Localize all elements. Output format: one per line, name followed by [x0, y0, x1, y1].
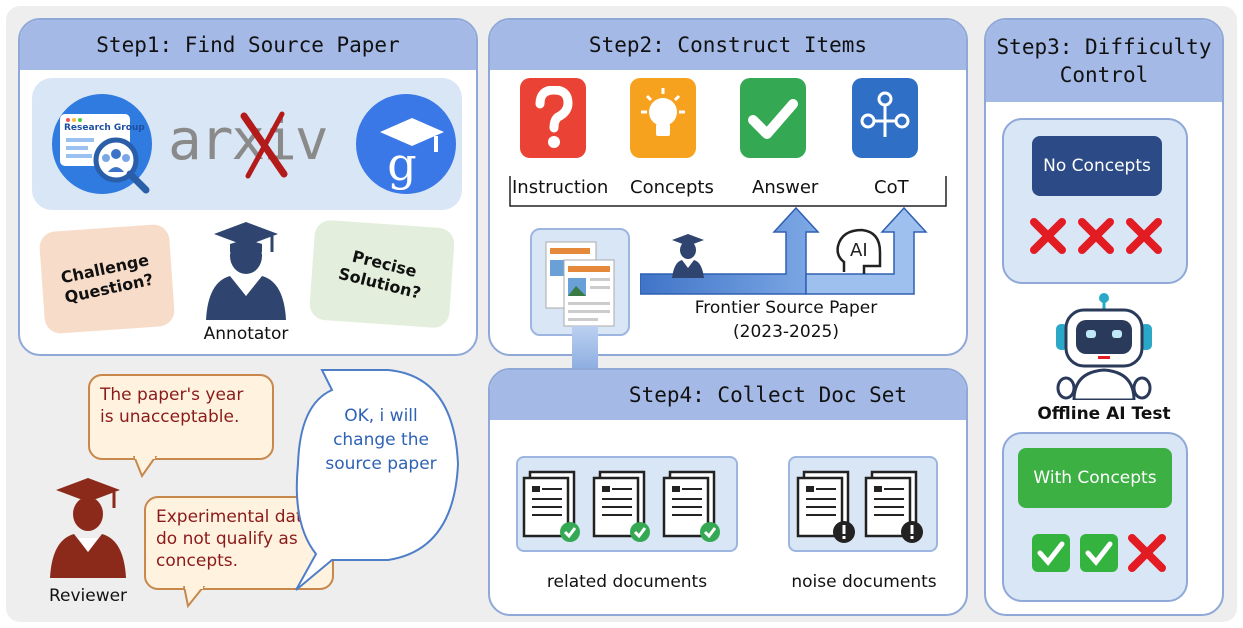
related-documents-label: related documents	[546, 572, 708, 592]
with-concepts-pill: With Concepts	[1018, 448, 1172, 508]
step2-title: Step2: Construct Items	[588, 33, 868, 57]
no-concepts-box: No Concepts	[1002, 118, 1188, 284]
step3-panel: Step3: Difficulty Control No Concepts	[984, 18, 1224, 616]
instruction-label: Instruction	[512, 177, 609, 198]
diagram-canvas: Step1: Find Source Paper Research Group …	[6, 6, 1237, 622]
comment2-tail	[182, 586, 206, 608]
ai-head-icon	[836, 228, 882, 274]
precise-solution-bubble: Precise Solution?	[308, 219, 456, 329]
step3-title-line1: Step3: Difficulty	[996, 35, 1212, 59]
noise-documents-icon	[796, 470, 923, 543]
with-concepts-label: With Concepts	[1033, 468, 1157, 488]
reviewer-comment-year-text: The paper's year is unacceptable.	[100, 385, 244, 427]
step1-panel: Step1: Find Source Paper Research Group …	[18, 18, 478, 356]
noise-documents-label: noise documents	[791, 572, 937, 592]
answer-label: Answer	[752, 177, 819, 198]
reply-bubble-shape	[295, 369, 460, 591]
noise-documents-group	[788, 456, 938, 552]
step2-panel: Step2: Construct Items	[488, 18, 968, 356]
reviewer-comment-concepts-text: Experimental data do not qualify as conc…	[156, 507, 314, 571]
step1-header: Step1: Find Source Paper	[20, 20, 476, 70]
arxiv-x-mark-icon	[240, 111, 288, 179]
challenge-question-text: Challenge Question?	[59, 250, 156, 307]
step3-title-line2: Control	[1059, 63, 1149, 87]
with-concepts-box: With Concepts	[1002, 432, 1188, 602]
step3-header: Step3: Difficulty Control	[986, 20, 1222, 102]
step1-title: Step1: Find Source Paper	[96, 33, 400, 57]
instruction-tile	[520, 78, 586, 158]
ai-badge-text: AI	[850, 240, 868, 261]
no-concepts-pill: No Concepts	[1032, 136, 1162, 196]
svg-text:g: g	[387, 137, 416, 191]
reviewer-label: Reviewer	[48, 586, 128, 606]
step4-header: Step4: Collect Doc Set	[490, 370, 966, 420]
cot-tile	[852, 78, 918, 158]
two-checks-one-cross-icon	[1032, 534, 1166, 572]
robot-icon	[1056, 293, 1152, 400]
no-concepts-label: No Concepts	[1043, 156, 1151, 176]
robot-label: Offline AI Test	[1037, 404, 1171, 424]
cot-label: CoT	[874, 177, 909, 198]
concepts-tile	[630, 78, 696, 158]
research-group-logo-icon	[52, 94, 152, 194]
reply-text: OK, i will change the source paper	[325, 406, 437, 474]
reviewer-comment-year: The paper's year is unacceptable.	[88, 374, 274, 460]
annotator-label: Annotator	[203, 324, 289, 344]
flow-diagram-icon	[860, 91, 910, 137]
precise-solution-text: Precise Solution?	[336, 246, 423, 303]
related-documents-icon	[522, 470, 720, 542]
related-documents-group	[516, 456, 738, 552]
step2-header: Step2: Construct Items	[490, 20, 966, 70]
three-crosses-icon	[1030, 218, 1162, 254]
annotator-small-icon	[672, 234, 704, 278]
google-scholar-logo-icon: g	[356, 94, 456, 194]
challenge-question-bubble: Challenge Question?	[38, 223, 176, 335]
reviewer-comment-concepts: Experimental data do not qualify as conc…	[144, 496, 334, 590]
annotator-icon	[206, 222, 286, 320]
comment1-tail	[132, 456, 158, 478]
question-mark-icon	[535, 86, 573, 148]
reviewer-icon	[50, 478, 126, 578]
checkmark-icon	[748, 99, 798, 139]
source-label-line1: Frontier Source Paper	[694, 298, 878, 318]
answer-tile	[740, 78, 806, 158]
lightbulb-icon	[641, 88, 685, 136]
step4-title: Step4: Collect Doc Set	[628, 383, 908, 407]
concepts-label: Concepts	[630, 177, 714, 198]
source-label-line2: (2023-2025)	[733, 322, 839, 342]
items-bracket	[509, 176, 947, 207]
paper-stack-icon	[545, 241, 615, 327]
source-logos-band: Research Group arxiv g	[32, 78, 462, 210]
paper-stack-box	[530, 228, 630, 336]
flow-arrows	[640, 206, 928, 295]
step4-panel: Step4: Collect Doc Set	[488, 368, 968, 616]
research-group-logo-text: Research Group	[64, 123, 145, 133]
